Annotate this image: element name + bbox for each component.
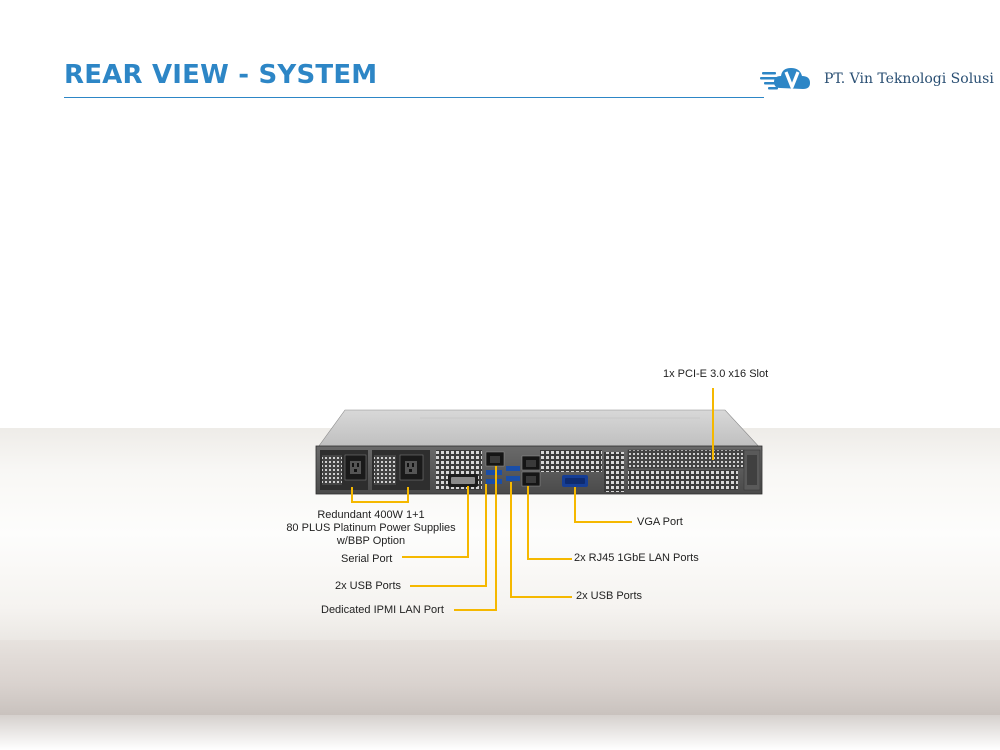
label-usb-ports-right: 2x USB Ports xyxy=(576,590,643,602)
usb-ports-right xyxy=(506,466,520,481)
company-name: PT. Vin Teknologi Solusi xyxy=(824,71,994,87)
page-title: REAR VIEW - SYSTEM xyxy=(64,60,378,90)
ipmi-lan-port xyxy=(485,451,505,467)
pcie-slot xyxy=(627,449,761,491)
label-usb-ports-left: 2x USB Ports xyxy=(335,580,402,592)
floor-shadow xyxy=(0,715,1000,750)
vga-port xyxy=(562,475,588,487)
callout-line-psu xyxy=(351,487,409,503)
io-vent-right xyxy=(604,452,624,492)
callout-line-serial xyxy=(402,486,469,558)
chassis-top xyxy=(315,409,763,451)
label-psu-line-2: 80 PLUS Platinum Power Supplies xyxy=(286,522,456,534)
label-power-supplies: Redundant 400W 1+1 80 PLUS Platinum Powe… xyxy=(282,509,460,548)
usb-ports-left xyxy=(486,470,502,484)
label-vga-port: VGA Port xyxy=(637,516,683,528)
label-lan-ports: 2x RJ45 1GbE LAN Ports xyxy=(574,552,699,564)
label-pcie-slot: 1x PCI-E 3.0 x16 Slot xyxy=(663,368,769,380)
callout-line-lan xyxy=(527,486,572,560)
callout-line-ipmi xyxy=(454,466,497,611)
label-serial-port: Serial Port xyxy=(341,553,393,565)
rj45-lan-ports xyxy=(521,455,541,487)
callout-line-usb-right xyxy=(510,482,572,598)
callout-line-usb-left xyxy=(410,484,487,587)
callout-line-vga xyxy=(574,487,632,523)
callout-lines xyxy=(351,388,714,611)
io-vent-mid xyxy=(540,450,602,472)
label-psu-line-3: w/BBP Option xyxy=(336,535,406,547)
floor xyxy=(0,640,1000,715)
label-psu-line-1: Redundant 400W 1+1 xyxy=(317,509,425,521)
serial-port xyxy=(448,474,478,487)
power-supply-2 xyxy=(372,450,430,490)
label-ipmi-lan-port: Dedicated IPMI LAN Port xyxy=(321,604,444,616)
title-underline xyxy=(64,97,764,98)
cloud-logo-icon xyxy=(760,68,810,90)
